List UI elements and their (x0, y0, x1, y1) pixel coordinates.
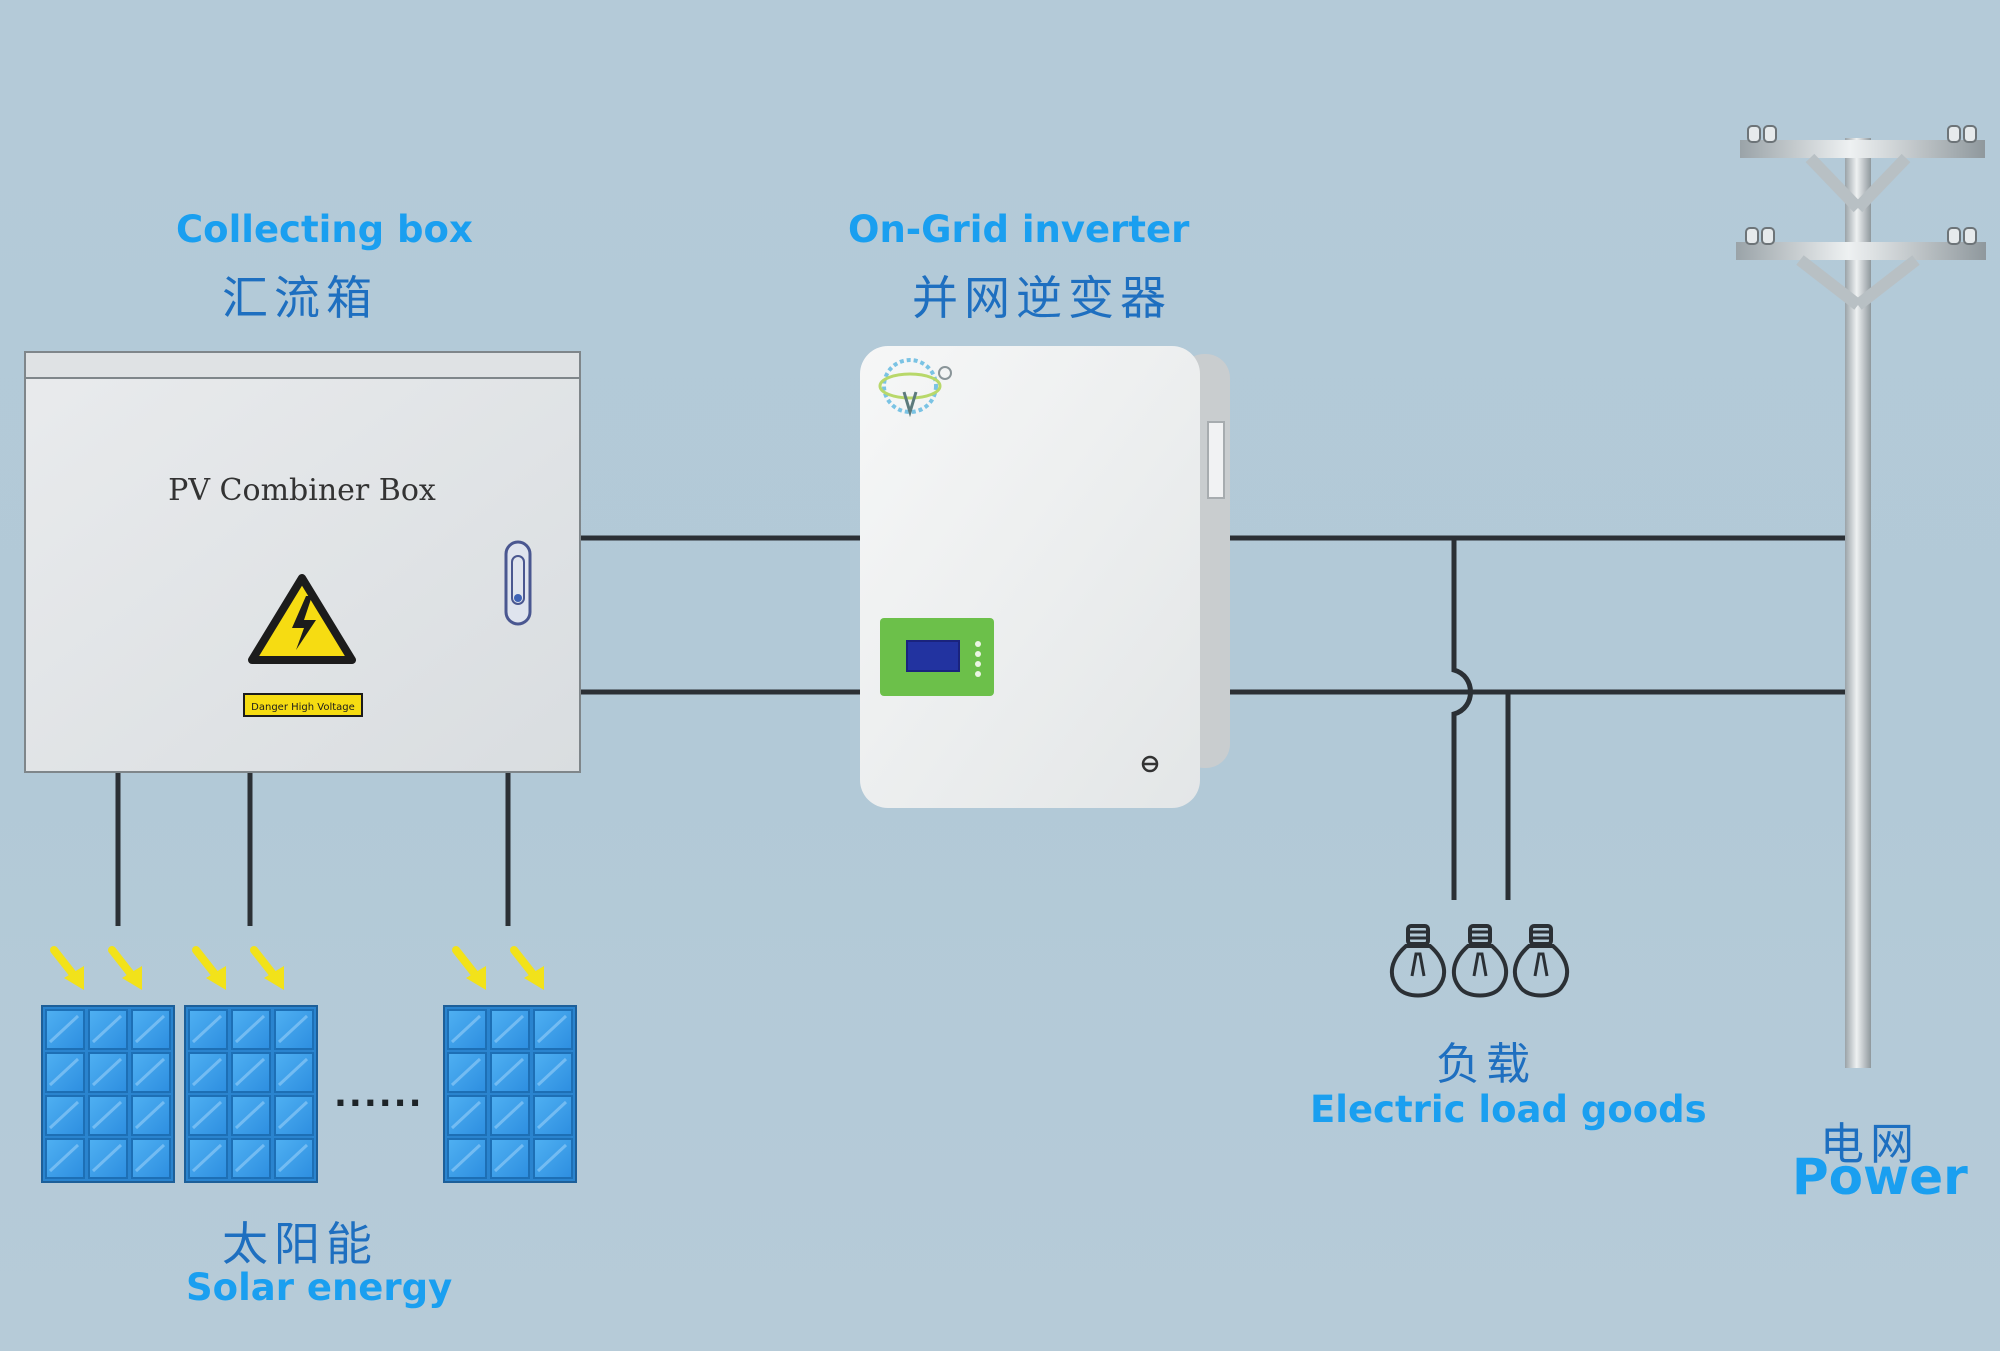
warning-plate-text: Danger High Voltage (251, 702, 355, 713)
combiner-box: PV Combiner Box Danger High Voltage (24, 351, 581, 773)
collecting-box-title-en: Collecting box (176, 208, 473, 251)
solar-panel-array (40, 1004, 578, 1184)
high-voltage-warning-icon (248, 574, 356, 664)
combiner-box-label: PV Combiner Box (168, 473, 436, 508)
sun-arrow-icon (112, 950, 142, 990)
sun-arrow-icon (196, 950, 226, 990)
utility-pole (1736, 125, 1986, 1068)
solar-panel-icon (183, 1004, 319, 1184)
door-latch[interactable] (504, 540, 532, 626)
inverter-title-zh: 并网逆变器 (912, 271, 1172, 325)
collecting-box-title-zh: 汇流箱 (222, 271, 378, 325)
light-bulb-icon (1451, 924, 1509, 998)
sunlight-arrows (54, 950, 544, 990)
sun-arrow-icon (54, 950, 84, 990)
load-wire-left (1451, 538, 1473, 900)
sun-arrow-icon (514, 950, 544, 990)
load-title-zh: 负载 (1436, 1039, 1536, 1090)
inverter-control-panel[interactable] (880, 618, 994, 696)
solar-ellipsis: ...... (334, 1075, 424, 1115)
grid-title-zh: 电网 (1820, 1119, 1920, 1170)
on-grid-inverter (860, 346, 1230, 808)
solar-panel-icon (40, 1004, 176, 1184)
solar-title-zh: 太阳能 (222, 1217, 378, 1271)
sun-arrow-icon (254, 950, 284, 990)
solar-title-en: Solar energy (186, 1266, 453, 1309)
ground-symbol-icon (1141, 755, 1159, 773)
light-bulb-icon (1389, 924, 1447, 998)
solar-panel-icon (442, 1004, 578, 1184)
light-bulb-icon (1512, 924, 1570, 998)
inverter-logo-icon (878, 358, 952, 418)
wiring (115, 535, 1845, 926)
insulator-icon (1745, 125, 1977, 245)
electric-load-bulbs (1389, 924, 1570, 998)
load-title-en: Electric load goods (1310, 1088, 1707, 1131)
sun-arrow-icon (456, 950, 486, 990)
warning-plate (243, 693, 363, 717)
inverter-title-en: On-Grid inverter (848, 208, 1190, 251)
grid-title-en: Power (1792, 1148, 1968, 1206)
